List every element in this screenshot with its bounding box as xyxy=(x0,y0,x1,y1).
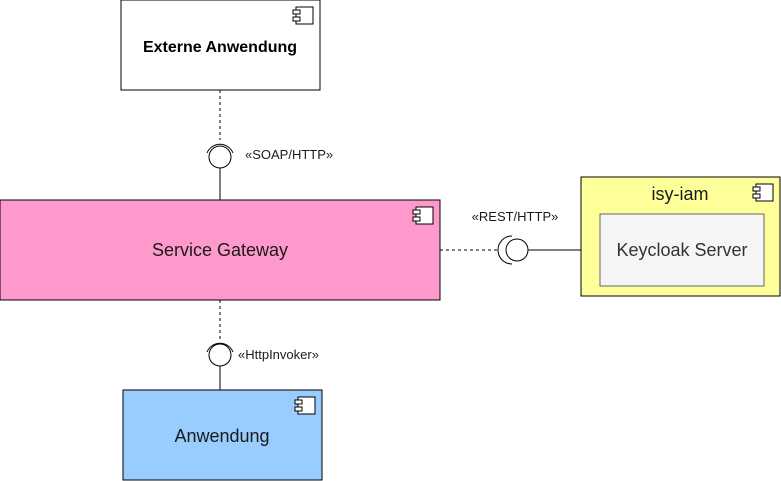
lollipop-ball-icon xyxy=(208,145,232,169)
http-invoker-label: «HttpInvoker» xyxy=(238,347,319,362)
socket-icon xyxy=(206,342,234,353)
anwendung-box xyxy=(122,389,323,481)
isy-iam-label: isy-iam xyxy=(652,184,709,204)
external-app-label: Externe Anwendung xyxy=(143,39,297,56)
component-icon xyxy=(752,183,774,202)
http-invoker-interface[interactable]: «HttpInvoker» xyxy=(206,342,319,390)
keycloak-server-box xyxy=(599,213,765,287)
component-anwendung[interactable]: Anwendung xyxy=(122,389,323,481)
lollipop-ball-icon xyxy=(505,238,529,262)
component-keycloak-server[interactable]: Keycloak Server xyxy=(599,213,765,287)
rest-http-label: «REST/HTTP» xyxy=(472,209,559,224)
external-app-box xyxy=(120,0,321,91)
rest-http-interface[interactable]: «REST/HTTP» xyxy=(472,209,600,265)
service-gateway-label: Service Gateway xyxy=(152,240,288,260)
anwendung-label: Anwendung xyxy=(174,426,269,446)
soap-http-interface[interactable]: «SOAP/HTTP» xyxy=(206,143,333,200)
component-icon xyxy=(292,6,314,25)
component-icon xyxy=(294,396,316,415)
component-external-app[interactable]: Externe Anwendung xyxy=(120,0,321,91)
soap-http-label: «SOAP/HTTP» xyxy=(245,147,333,162)
component-isy-iam[interactable]: isy-iam Keycloak Server xyxy=(580,176,781,297)
component-service-gateway[interactable]: Service Gateway xyxy=(0,199,441,301)
component-icon xyxy=(412,206,434,225)
keycloak-server-label: Keycloak Server xyxy=(616,240,747,260)
socket-icon xyxy=(497,235,513,265)
lollipop-ball-icon xyxy=(208,343,232,367)
socket-icon xyxy=(206,143,234,154)
